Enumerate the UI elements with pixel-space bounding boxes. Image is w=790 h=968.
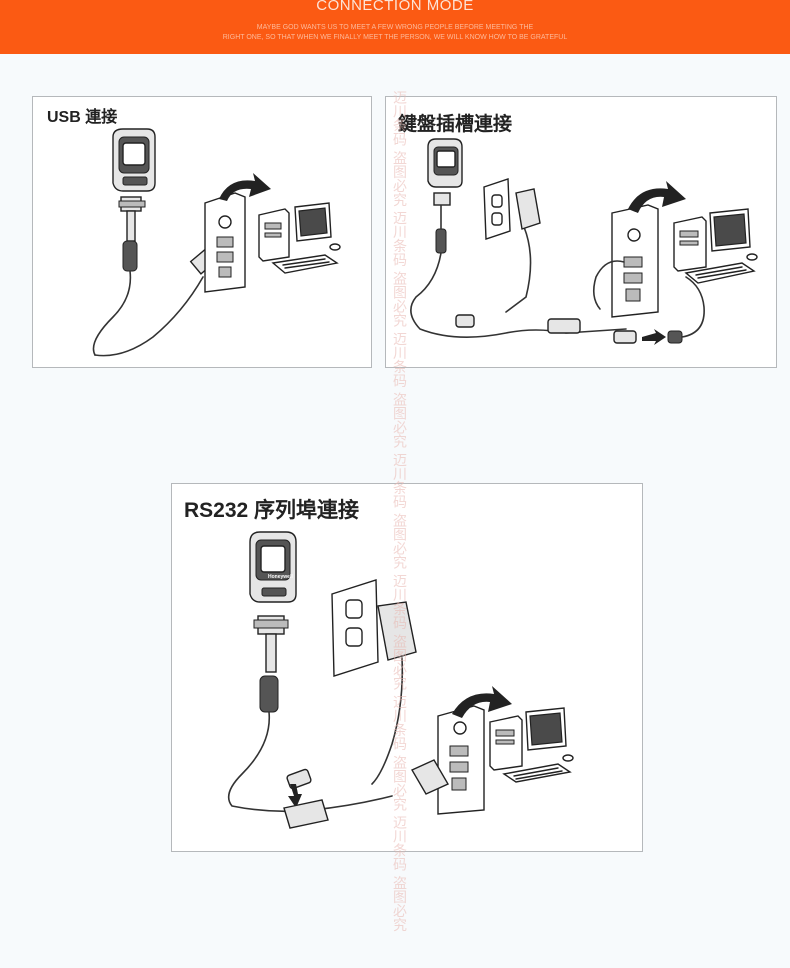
header-title: CONNECTION MODE bbox=[316, 0, 474, 14]
usb-connection-illustration bbox=[92, 128, 341, 357]
rs232-panel-title: RS232 序列埠連接 bbox=[184, 499, 360, 522]
keyboard-cable-plug-icon bbox=[667, 330, 683, 344]
keyboard-connection-panel: 鍵盤插槽連接 bbox=[385, 96, 777, 368]
arrow-icon bbox=[288, 784, 302, 808]
curved-arrow-icon bbox=[219, 173, 271, 201]
keyboard-plug-icon bbox=[613, 330, 637, 344]
rs232-connection-panel: RS232 序列埠連接 Honeywell bbox=[171, 483, 643, 852]
scanner-connector-icon bbox=[253, 615, 289, 713]
watermark-text: 迈川条码 盗图必究 迈川条码 盗图必究 迈川条码 盗图必究 迈川条码 盗图必究 … bbox=[391, 90, 407, 932]
computer-io-panel-icon bbox=[437, 705, 485, 815]
inline-adapter-icon bbox=[547, 318, 581, 334]
computer-io-panel-icon bbox=[611, 204, 659, 318]
computer-icon bbox=[673, 208, 758, 284]
inline-adapter-icon bbox=[283, 799, 329, 829]
db9-connector-icon bbox=[411, 759, 449, 795]
keyboard-panel-title: 鍵盤插槽連接 bbox=[398, 114, 513, 135]
scanner-icon bbox=[427, 138, 463, 188]
plug-icon bbox=[286, 768, 312, 790]
power-adapter-icon bbox=[377, 601, 417, 661]
header-subtitle: MAYBE GOD WANTS US TO MEET A FEW WRONG P… bbox=[0, 23, 790, 43]
rs232-connection-illustration: Honeywell bbox=[227, 531, 574, 829]
scanner-icon: Honeywell bbox=[249, 531, 297, 603]
plug-icon bbox=[455, 314, 475, 328]
scanner-connector-icon bbox=[118, 196, 146, 272]
scanner-connector-icon bbox=[433, 192, 451, 206]
power-outlet-icon bbox=[331, 579, 379, 677]
computer-icon bbox=[258, 202, 341, 274]
computer-icon bbox=[489, 707, 574, 783]
scanner-icon bbox=[112, 128, 156, 192]
power-adapter-icon bbox=[515, 188, 541, 230]
header-subtitle-line2: RIGHT ONE, SO THAT WHEN WE FINALLY MEET … bbox=[222, 34, 568, 41]
arrow-icon bbox=[642, 329, 666, 345]
scanner-brand-label: Honeywell bbox=[268, 574, 293, 580]
ferrite-core-icon bbox=[435, 228, 447, 254]
header-subtitle-line1: MAYBE GOD WANTS US TO MEET A FEW WRONG P… bbox=[256, 24, 534, 31]
keyboard-connection-illustration bbox=[410, 138, 758, 345]
curved-arrow-icon bbox=[628, 181, 686, 213]
curved-arrow-icon bbox=[452, 686, 512, 718]
usb-panel-title: USB 連接 bbox=[47, 109, 118, 126]
power-outlet-icon bbox=[483, 178, 511, 240]
page-header: CONNECTION MODE MAYBE GOD WANTS US TO ME… bbox=[0, 0, 790, 54]
usb-connection-panel: USB 連接 bbox=[32, 96, 372, 368]
computer-io-panel-icon bbox=[204, 192, 246, 293]
